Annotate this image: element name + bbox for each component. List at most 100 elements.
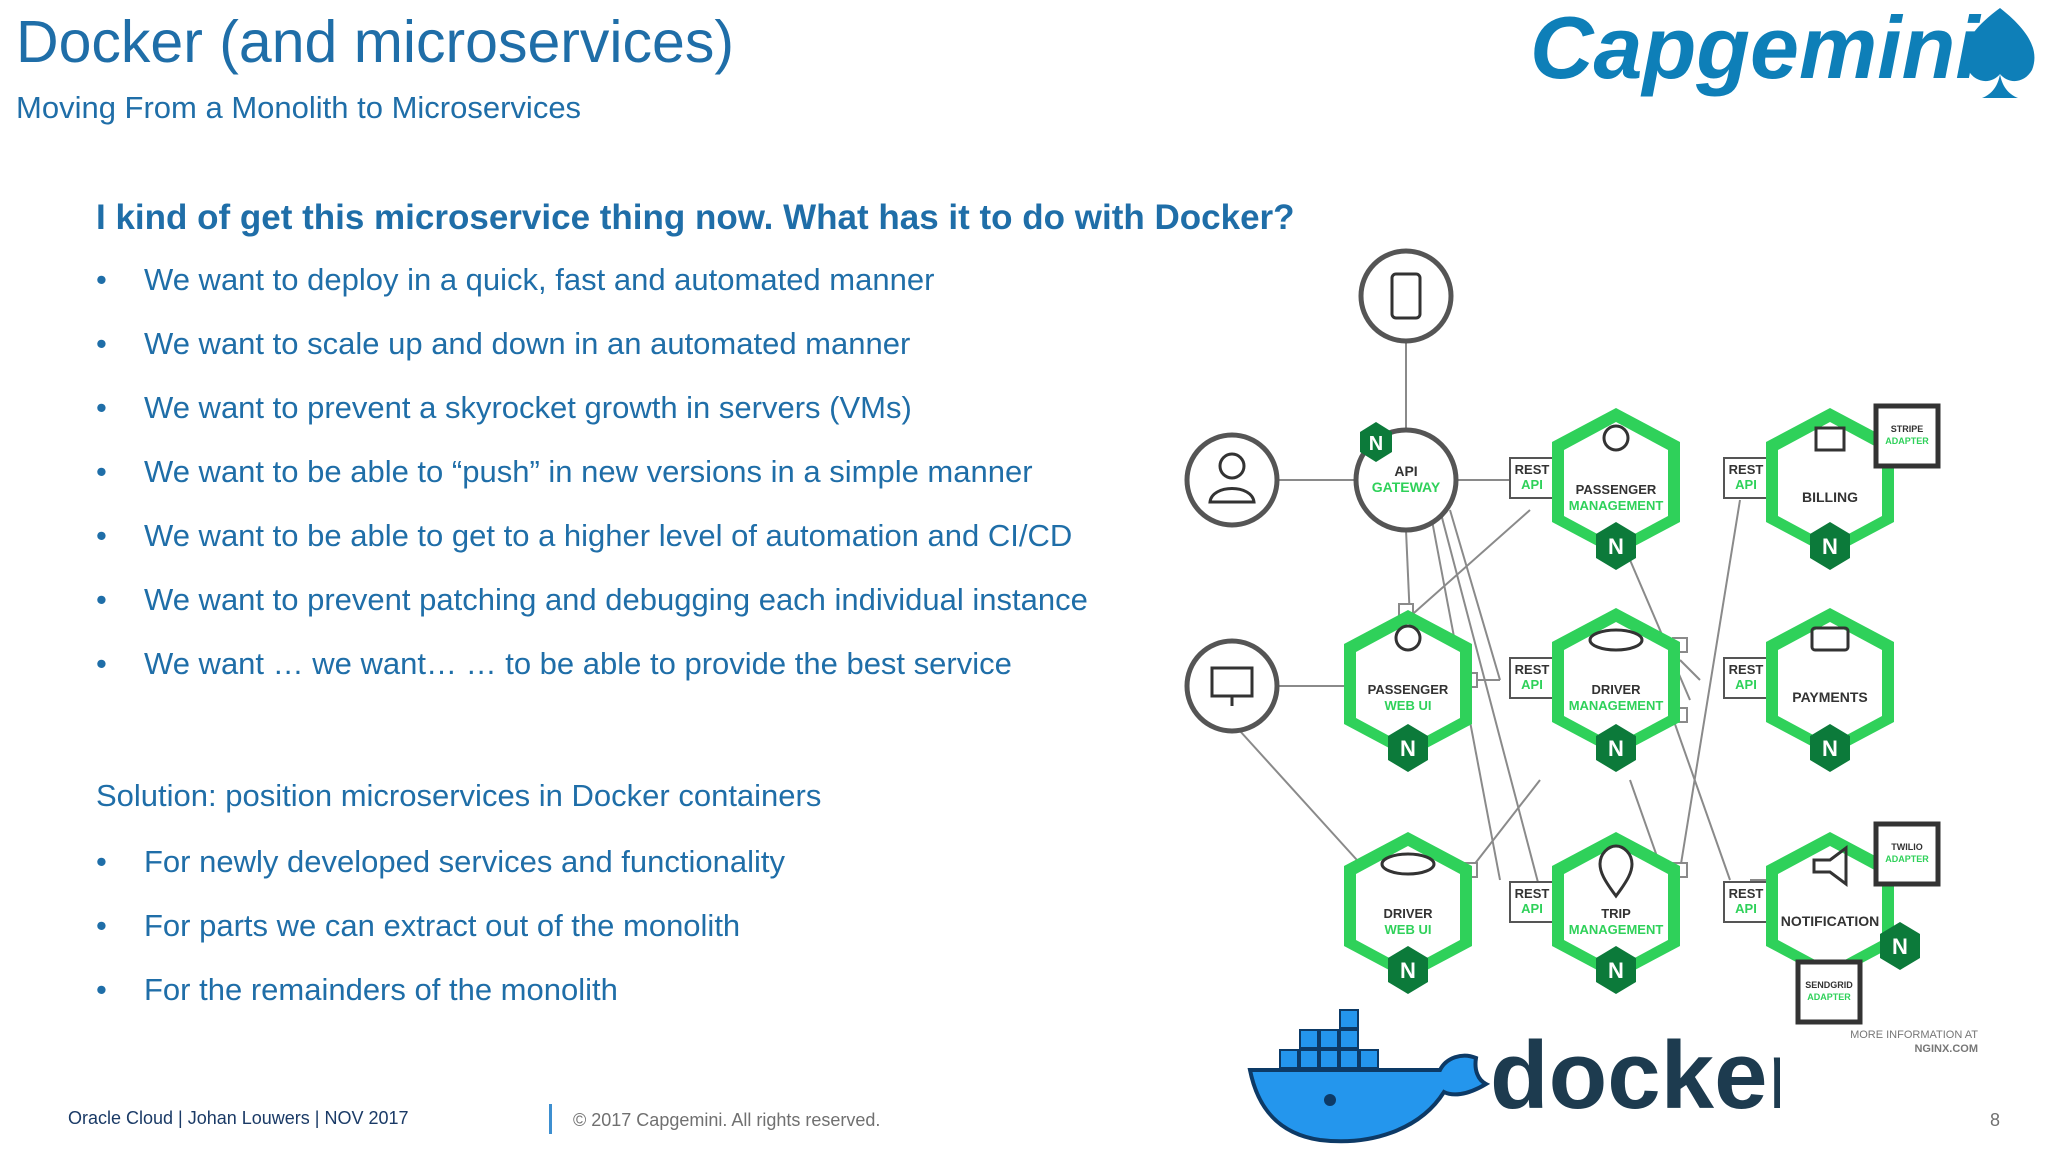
svg-text:API: API: [1394, 463, 1417, 479]
svg-text:SENDGRID: SENDGRID: [1805, 980, 1853, 990]
nginx-badge-icon: [1596, 724, 1636, 772]
svg-text:PASSENGER: PASSENGER: [1576, 482, 1657, 497]
svg-text:N: N: [1400, 736, 1416, 761]
bullet-icon: •: [96, 518, 107, 553]
nginx-badge-icon: [1596, 522, 1636, 570]
svg-text:TRIP: TRIP: [1601, 906, 1631, 921]
rest-api-box: REST API: [1509, 457, 1555, 499]
user-client: [1184, 432, 1280, 528]
svg-text:API: API: [1735, 477, 1757, 492]
svg-text:N: N: [1892, 934, 1908, 959]
more-info-label: MORE INFORMATION AT: [1850, 1029, 1978, 1041]
mobile-phone-icon: [1390, 272, 1422, 320]
svg-text:N: N: [1608, 958, 1624, 983]
nginx-badge-icon: [1810, 522, 1850, 570]
user-icon: [1208, 452, 1256, 504]
nginx-badge-icon: [1596, 946, 1636, 994]
svg-text:MANAGEMENT: MANAGEMENT: [1569, 698, 1664, 713]
bullet-icon: •: [96, 454, 107, 489]
bullet-icon: •: [96, 582, 107, 617]
docker-wordmark: docker: [1490, 1022, 1780, 1129]
notification-service: NOTIFICATION N: [1766, 832, 1920, 980]
footer-copyright: © 2017 Capgemini. All rights reserved.: [573, 1110, 881, 1130]
slide-title: Docker (and microservices): [16, 9, 734, 75]
svg-text:PASSENGER: PASSENGER: [1368, 682, 1449, 697]
page-number: 8: [1990, 1110, 2001, 1130]
svg-text:API: API: [1521, 677, 1543, 692]
map-pin-icon: [1598, 844, 1634, 899]
nginx-badge-icon: [1880, 922, 1920, 970]
rest-api-box: REST API: [1723, 881, 1769, 923]
svg-text:N: N: [1608, 736, 1624, 761]
billing-service: BILLING N: [1766, 408, 1894, 570]
bullet-icon: •: [96, 326, 107, 361]
svg-text:ADAPTER: ADAPTER: [1807, 992, 1851, 1002]
docker-logo: docker: [1247, 1009, 1780, 1144]
svg-text:REST: REST: [1729, 886, 1764, 901]
megaphone-icon: [1812, 845, 1848, 887]
capgemini-logo: Capgemini: [1530, 0, 2035, 98]
svg-text:REST: REST: [1515, 662, 1550, 677]
svg-text:REST: REST: [1515, 462, 1550, 477]
rest-api-box: REST API: [1509, 881, 1555, 923]
svg-text:API: API: [1521, 477, 1543, 492]
twilio-adapter-box: TWILIO ADAPTER: [1873, 821, 1941, 887]
stripe-adapter-box: STRIPE ADAPTER: [1873, 403, 1941, 469]
bullet-icon: •: [96, 390, 107, 425]
bullet-icon: •: [96, 972, 107, 1007]
svg-text:N: N: [1822, 534, 1838, 559]
payments-service: PAYMENTS N: [1766, 608, 1894, 772]
svg-text:REST: REST: [1729, 462, 1764, 477]
brand-wordmark: Capgemini: [1530, 0, 1981, 97]
rest-api-box: REST API: [1509, 657, 1555, 699]
person-icon: [1394, 624, 1422, 652]
svg-text:API: API: [1735, 677, 1757, 692]
svg-text:REST: REST: [1729, 662, 1764, 677]
rest-api-box: REST API: [1723, 457, 1769, 499]
svg-text:API: API: [1521, 901, 1543, 916]
svg-text:DRIVER: DRIVER: [1383, 906, 1433, 921]
nginx-badge-icon: [1388, 946, 1428, 994]
microservices-diagram: API GATEWAY N REST API REST API REST API…: [1184, 248, 1978, 1055]
footer-author: Oracle Cloud | Johan Louwers | NOV 2017: [68, 1108, 409, 1128]
svg-text:GATEWAY: GATEWAY: [1372, 479, 1441, 495]
nginx-badge-icon: [1810, 724, 1850, 772]
api-gateway-node: API GATEWAY N: [1353, 422, 1459, 533]
bullet-icon: •: [96, 844, 107, 879]
svg-text:WEB UI: WEB UI: [1385, 698, 1432, 713]
svg-text:N: N: [1400, 958, 1416, 983]
svg-text:STRIPE: STRIPE: [1891, 424, 1924, 434]
driver-web-ui-service: DRIVER WEB UI N: [1344, 832, 1472, 994]
mailbox-icon: [1814, 426, 1846, 452]
passenger-web-ui-service: PASSENGER WEB UI N: [1344, 610, 1472, 772]
svg-text:PAYMENTS: PAYMENTS: [1792, 689, 1867, 705]
svg-text:N: N: [1369, 433, 1383, 455]
nginx-badge-icon: [1360, 422, 1392, 462]
svg-text:WEB UI: WEB UI: [1385, 922, 1432, 937]
svg-text:MANAGEMENT: MANAGEMENT: [1569, 498, 1664, 513]
driver-management-service: DRIVER MANAGEMENT N: [1552, 608, 1680, 772]
credit-card-icon: [1810, 626, 1850, 652]
trip-management-service: TRIP MANAGEMENT N: [1552, 832, 1680, 994]
sendgrid-adapter-box: SENDGRID ADAPTER: [1795, 959, 1863, 1025]
desktop-client: [1184, 638, 1280, 734]
passenger-management-service: PASSENGER MANAGEMENT N: [1552, 408, 1680, 570]
solution-heading: Solution: position microservices in Dock…: [96, 778, 822, 813]
person-icon: [1602, 424, 1630, 452]
bullet-icon: •: [96, 908, 107, 943]
bullet-icon: •: [96, 262, 107, 297]
svg-text:REST: REST: [1515, 886, 1550, 901]
mobile-client: [1358, 248, 1454, 344]
rest-api-box: REST API: [1723, 657, 1769, 699]
svg-text:API: API: [1735, 901, 1757, 916]
nginx-badge-icon: [1388, 724, 1428, 772]
svg-text:N: N: [1822, 736, 1838, 761]
more-info-link: NGINX.COM: [1914, 1043, 1978, 1055]
svg-text:BILLING: BILLING: [1802, 489, 1858, 505]
svg-text:TWILIO: TWILIO: [1891, 842, 1923, 852]
car-icon: [1588, 628, 1644, 652]
spade-icon: [1964, 8, 2035, 98]
bullet-icon: •: [96, 646, 107, 681]
docker-whale-icon: [1247, 1009, 1491, 1144]
car-icon: [1380, 852, 1436, 876]
